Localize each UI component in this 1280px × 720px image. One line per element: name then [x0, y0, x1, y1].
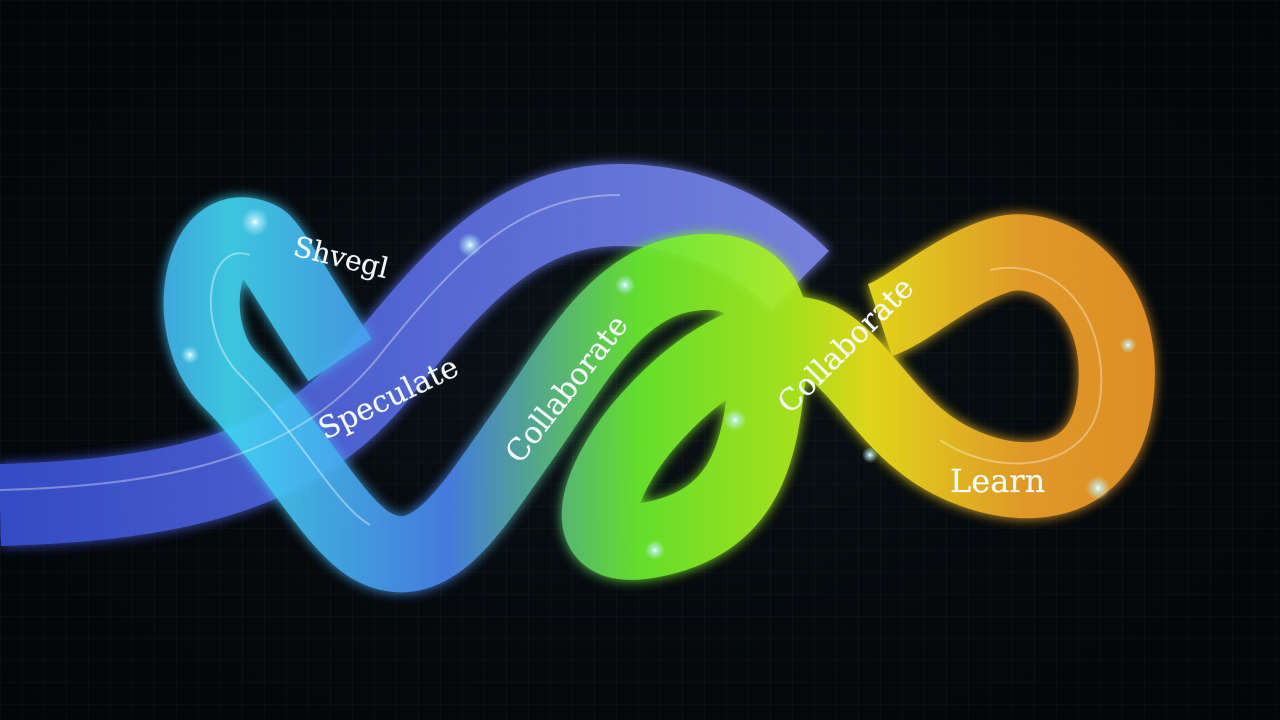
sparkle: [1120, 337, 1136, 353]
sparkle: [615, 275, 635, 295]
ribbon-highlight: [0, 194, 621, 491]
blue-ribbon: [0, 163, 829, 546]
sparkle: [724, 409, 746, 431]
sparkle: [1086, 476, 1110, 500]
ribbon-highlight: [939, 266, 1103, 465]
sparkle: [862, 447, 878, 463]
orange-ribbon-label: Learn: [950, 462, 1045, 500]
ribbon-highlight: [209, 252, 371, 526]
sparkle: [181, 346, 199, 364]
sparkle: [458, 233, 482, 257]
main-ribbon: [163, 197, 1155, 593]
sparkle: [241, 208, 269, 236]
sparkle: [645, 540, 665, 560]
